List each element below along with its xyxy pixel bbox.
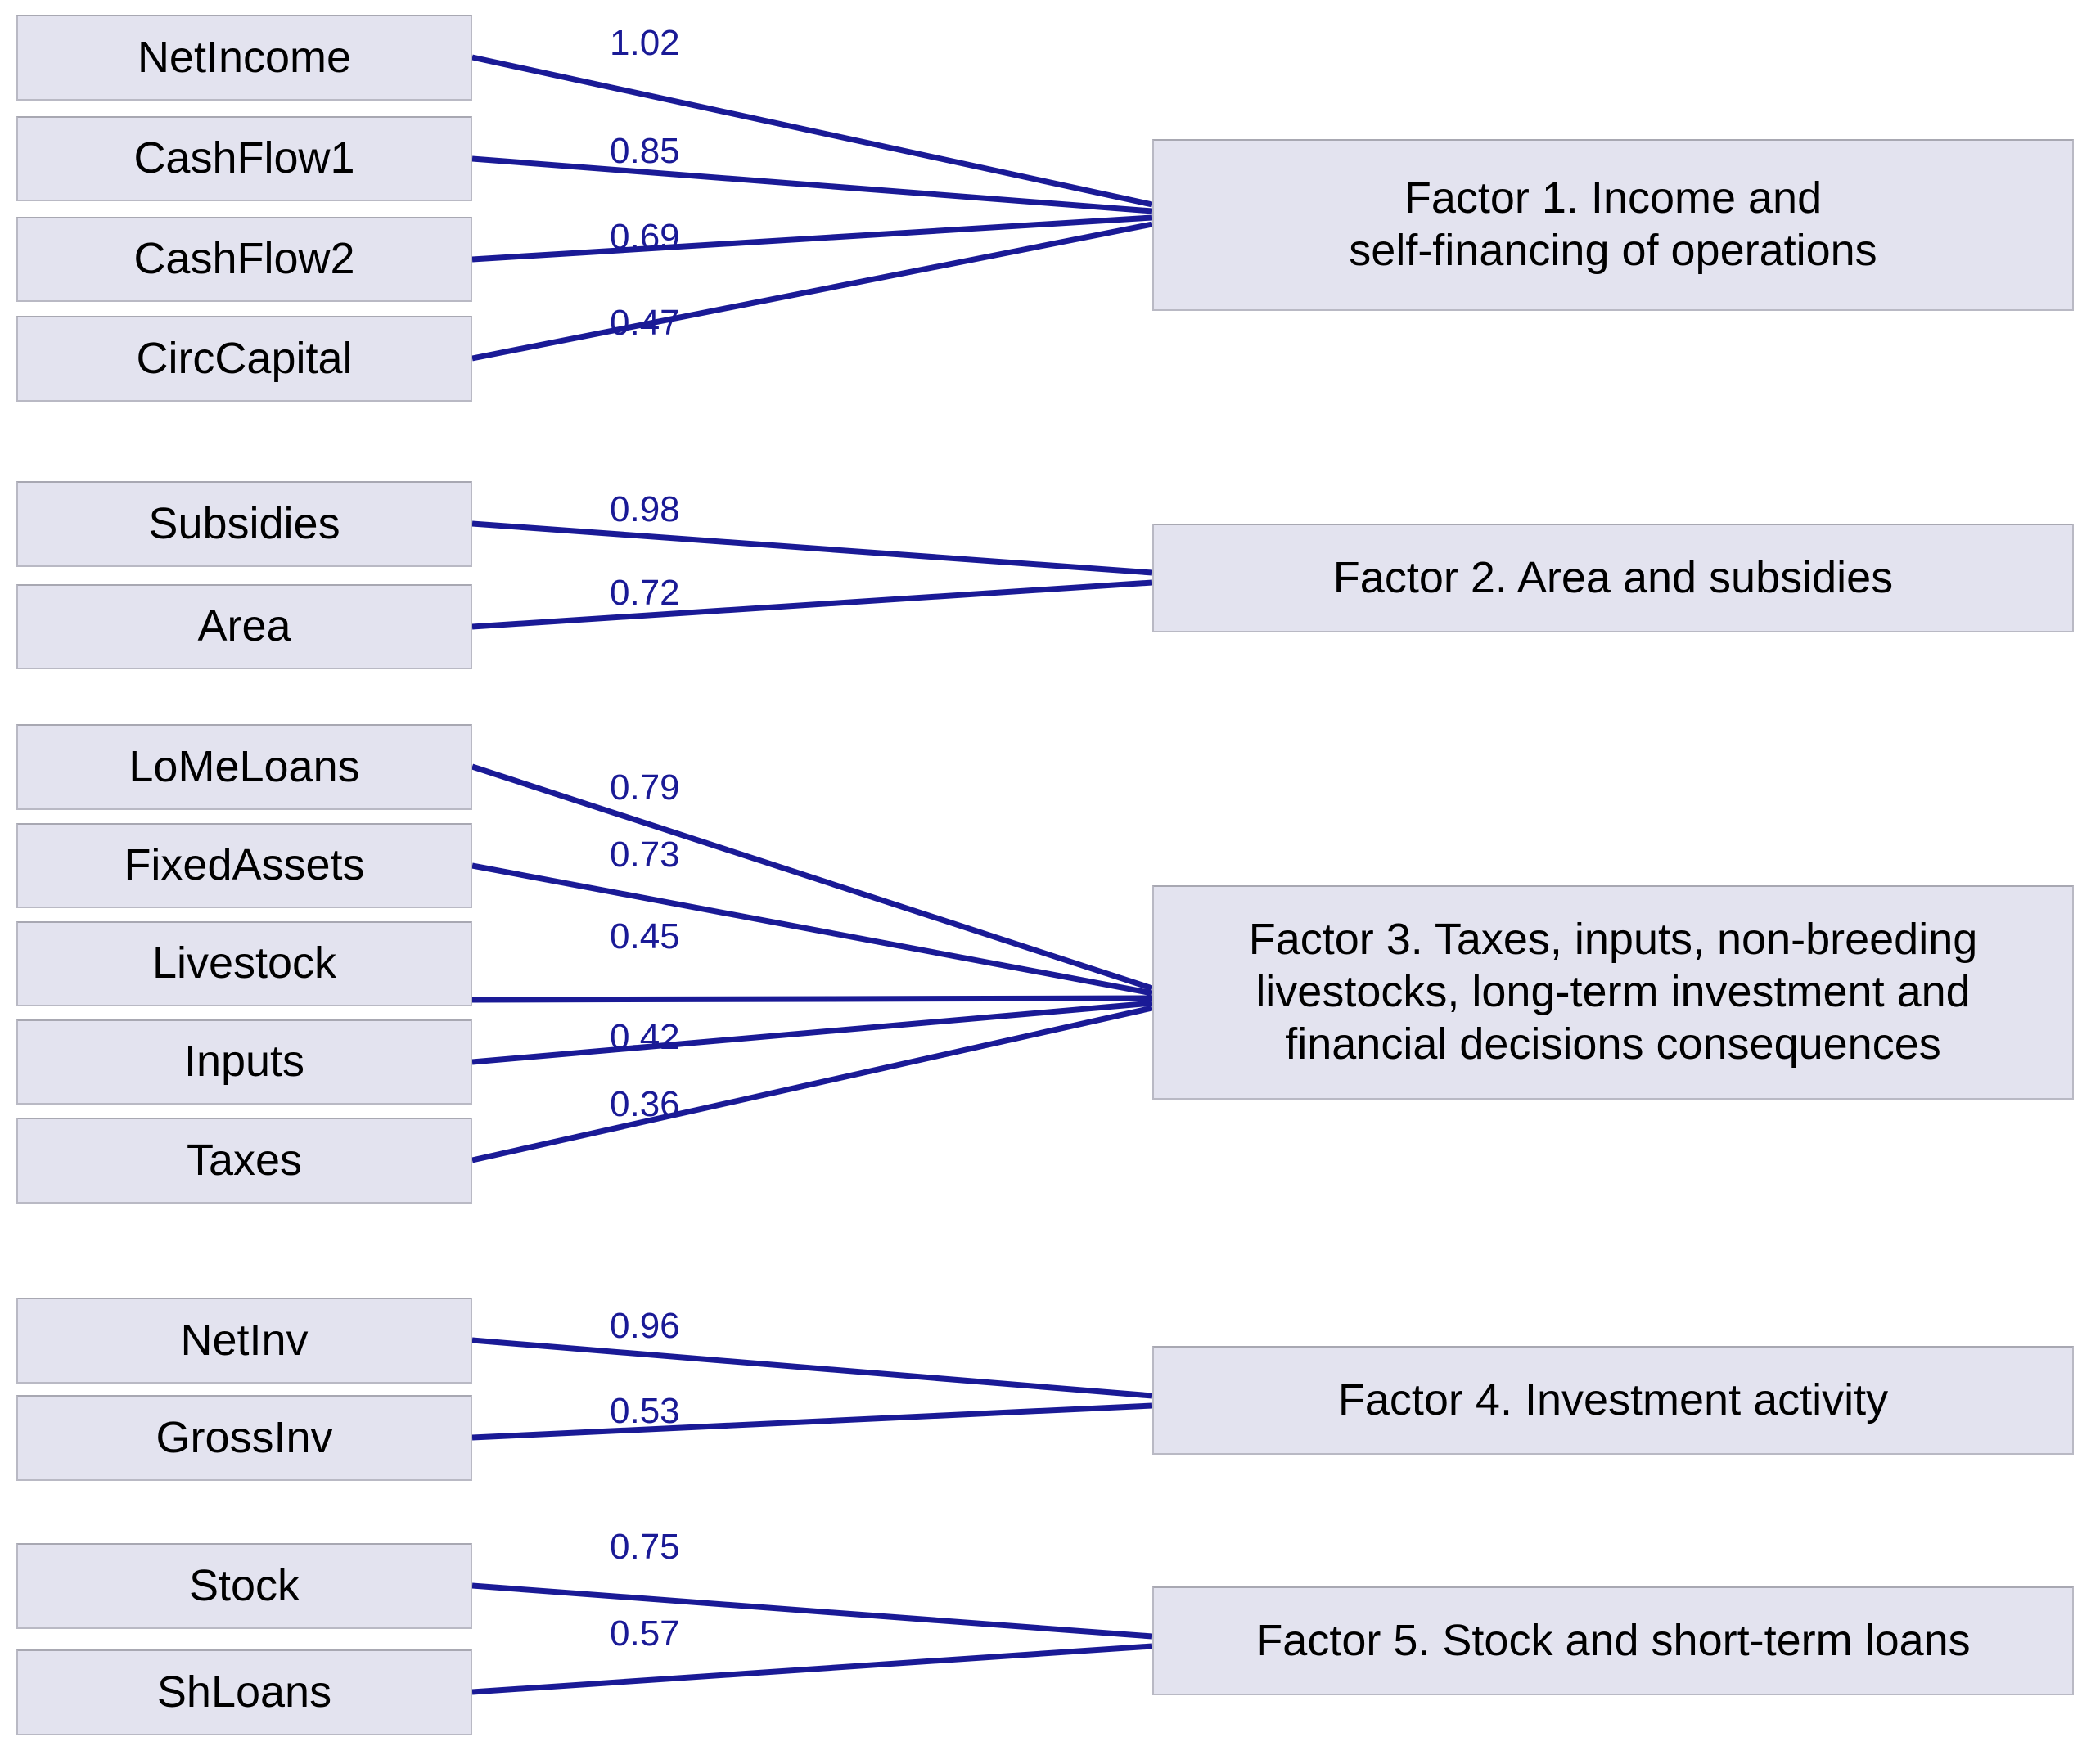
var-cashflow1-loading-label: 0.85 bbox=[610, 131, 680, 171]
var-livestock-loading-label: 0.45 bbox=[610, 916, 680, 956]
var-netinv-box[interactable]: NetInv bbox=[16, 1298, 472, 1384]
edge-area bbox=[471, 579, 1153, 630]
var-shloans-box[interactable]: ShLoans bbox=[16, 1649, 472, 1735]
var-cashflow1-box[interactable]: CashFlow1 bbox=[16, 116, 472, 201]
edge-inputs bbox=[471, 1000, 1153, 1065]
var-taxes-loading-label: 0.36 bbox=[610, 1084, 680, 1124]
var-lomeloans-box[interactable]: LoMeLoans bbox=[16, 724, 472, 810]
var-inputs-loading-label: 0.42 bbox=[610, 1017, 680, 1057]
var-subsidies-label: Subsidies bbox=[148, 498, 340, 548]
factor-1-box[interactable]: Factor 1. Income and self-financing of o… bbox=[1152, 139, 2074, 311]
factor-1-label: Factor 1. Income and self-financing of o… bbox=[1349, 173, 1877, 275]
var-circcapital-loading-label: 0.47 bbox=[610, 303, 680, 343]
var-inputs-box[interactable]: Inputs bbox=[16, 1019, 472, 1105]
edge-cashflow1 bbox=[471, 155, 1153, 214]
var-livestock-box[interactable]: Livestock bbox=[16, 921, 472, 1006]
factor-5-label: Factor 5. Stock and short-term loans bbox=[1255, 1615, 1971, 1665]
factor-4-label: Factor 4. Investment activity bbox=[1337, 1375, 1889, 1424]
edge-cashflow2 bbox=[471, 214, 1153, 263]
var-area-label: Area bbox=[197, 601, 291, 651]
edge-shloans bbox=[471, 1643, 1153, 1695]
var-grossinv-label: GrossInv bbox=[155, 1412, 333, 1462]
var-fixedassets-label: FixedAssets bbox=[124, 840, 365, 890]
var-lomeloans-loading-label: 0.79 bbox=[610, 767, 680, 808]
var-cashflow2-box[interactable]: CashFlow2 bbox=[16, 217, 472, 302]
factor-4-box[interactable]: Factor 4. Investment activity bbox=[1152, 1346, 2074, 1455]
var-stock-label: Stock bbox=[188, 1560, 300, 1610]
factor-3-label: Factor 3. Taxes, inputs, non-breeding li… bbox=[1248, 915, 1978, 1069]
var-grossinv-box[interactable]: GrossInv bbox=[16, 1395, 472, 1481]
var-cashflow2-loading-label: 0.69 bbox=[610, 217, 680, 257]
var-netincome-loading-label: 1.02 bbox=[610, 23, 680, 63]
var-subsidies-loading-label: 0.98 bbox=[610, 489, 680, 529]
var-stock-loading-label: 0.75 bbox=[610, 1527, 680, 1567]
var-livestock-label: Livestock bbox=[151, 938, 337, 988]
edge-lomeloans bbox=[471, 763, 1154, 992]
edge-taxes bbox=[471, 1005, 1153, 1163]
edge-netincome bbox=[471, 54, 1153, 208]
edge-stock bbox=[471, 1582, 1153, 1640]
factor-2-label: Factor 2. Area and subsidies bbox=[1332, 552, 1894, 602]
var-fixedassets-loading-label: 0.73 bbox=[610, 835, 680, 875]
var-fixedassets-box[interactable]: FixedAssets bbox=[16, 823, 472, 908]
factor-3-box[interactable]: Factor 3. Taxes, inputs, non-breeding li… bbox=[1152, 885, 2074, 1100]
var-cashflow1-label: CashFlow1 bbox=[133, 133, 355, 183]
var-area-loading-label: 0.72 bbox=[610, 573, 680, 613]
var-circcapital-label: CircCapital bbox=[136, 333, 353, 383]
edge-subsidies bbox=[471, 520, 1153, 576]
var-area-box[interactable]: Area bbox=[16, 584, 472, 669]
edge-grossinv bbox=[471, 1402, 1153, 1441]
edge-netinv bbox=[471, 1337, 1153, 1399]
var-inputs-label: Inputs bbox=[183, 1037, 305, 1087]
edge-livestock bbox=[471, 995, 1153, 1003]
var-circcapital-box[interactable]: CircCapital bbox=[16, 316, 472, 402]
var-shloans-label: ShLoans bbox=[156, 1667, 332, 1717]
var-taxes-box[interactable]: Taxes bbox=[16, 1118, 472, 1204]
var-lomeloans-label: LoMeLoans bbox=[128, 741, 360, 791]
var-netincome-box[interactable]: NetIncome bbox=[16, 15, 472, 101]
edge-fixedassets bbox=[471, 862, 1153, 997]
var-stock-box[interactable]: Stock bbox=[16, 1543, 472, 1629]
edge-circcapital bbox=[471, 221, 1153, 362]
var-netinv-loading-label: 0.96 bbox=[610, 1306, 680, 1346]
var-taxes-label: Taxes bbox=[186, 1135, 303, 1185]
var-grossinv-loading-label: 0.53 bbox=[610, 1391, 680, 1431]
var-subsidies-box[interactable]: Subsidies bbox=[16, 481, 472, 567]
var-netincome-label: NetIncome bbox=[137, 32, 352, 82]
var-shloans-loading-label: 0.57 bbox=[610, 1613, 680, 1654]
factor-2-box[interactable]: Factor 2. Area and subsidies bbox=[1152, 524, 2074, 632]
var-netinv-label: NetInv bbox=[180, 1315, 309, 1365]
var-cashflow2-label: CashFlow2 bbox=[133, 234, 355, 284]
factor-5-box[interactable]: Factor 5. Stock and short-term loans bbox=[1152, 1586, 2074, 1695]
